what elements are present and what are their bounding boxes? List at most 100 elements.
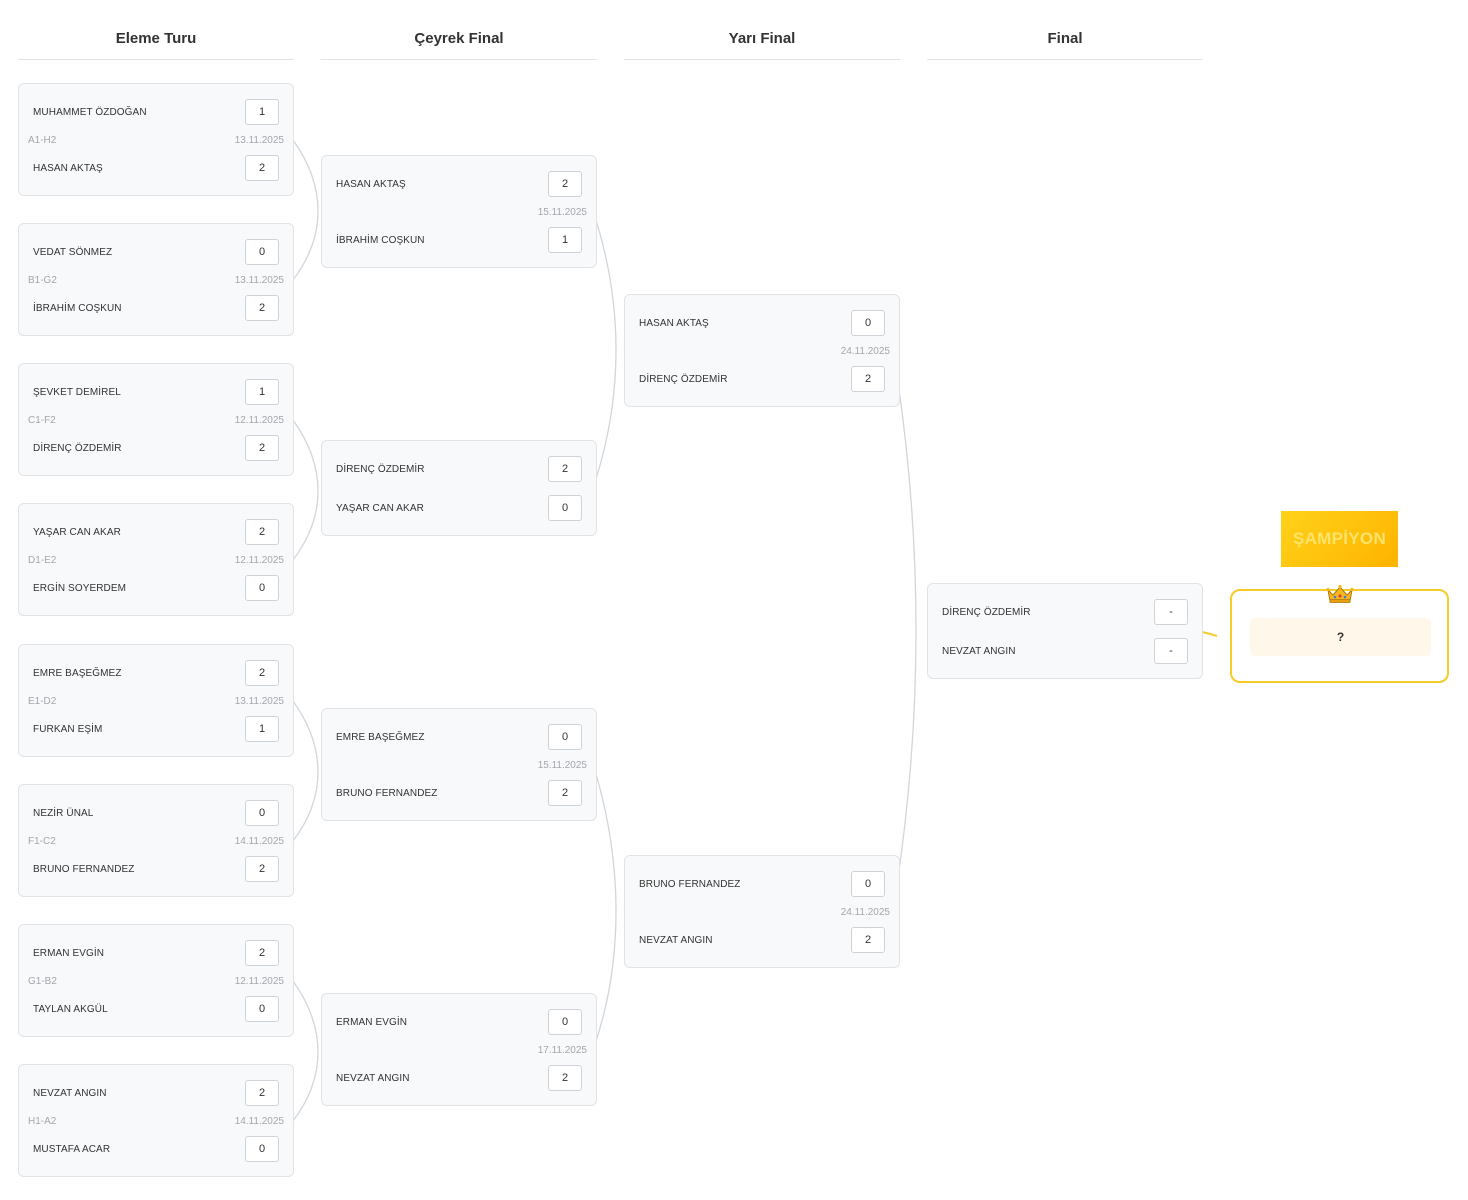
match-date: 12.11.2025 [234,976,284,987]
score-box[interactable]: 2 [851,927,885,953]
team-name: HASAN AKTAŞ [639,318,709,329]
score-box[interactable]: 0 [548,724,582,750]
match-card-r2-1: HASAN AKTAŞ 2 15.11.2025 İBRAHİM COŞKUN … [321,155,597,268]
champion-box: ? [1230,589,1449,683]
match-code: A1-H2 [28,135,57,146]
team-name: YAŞAR CAN AKAR [336,503,424,514]
team-name: BRUNO FERNANDEZ [336,788,438,799]
score-box[interactable]: 0 [548,1009,582,1035]
score-box[interactable]: 2 [245,295,279,321]
team-name: DİRENÇ ÖZDEMİR [639,374,728,385]
match-card-r3-2: BRUNO FERNANDEZ 0 24.11.2025 NEVZAT ANGI… [624,855,900,968]
match-card-r1-5: EMRE BAŞEĞMEZ 2 E1-D2 13.11.2025 FURKAN … [18,644,294,757]
connector-line [592,210,617,489]
connector-line [292,139,319,281]
team-name: HASAN AKTAŞ [336,179,406,190]
team-name: NEVZAT ANGIN [33,1088,107,1099]
score-box[interactable]: 2 [548,780,582,806]
team-name: ERMAN EVGİN [33,948,105,959]
score-box[interactable]: 2 [245,155,279,181]
column-header-ceyrek-final: Çeyrek Final [321,24,597,60]
match-card-r2-3: EMRE BAŞEĞMEZ 0 15.11.2025 BRUNO FERNAND… [321,708,597,821]
score-box[interactable]: 0 [245,996,279,1022]
team-name: ŞEVKET DEMİREL [33,387,121,398]
match-code: F1-C2 [28,836,56,847]
team-name: NEVZAT ANGIN [942,646,1016,657]
team-name: ERGİN SOYERDEM [33,583,127,594]
match-date: 14.11.2025 [234,836,284,847]
team-name: NEVZAT ANGIN [639,935,713,946]
team-name: İBRAHİM COŞKUN [33,303,122,314]
score-box[interactable]: 2 [851,366,885,392]
match-code: B1-G2 [28,275,57,286]
connector-line [292,980,319,1122]
match-card-r2-2: DİRENÇ ÖZDEMİR 2 YAŞAR CAN AKAR 0 [321,440,597,536]
team-name: FURKAN EŞİM [33,724,103,735]
score-box[interactable]: 0 [245,239,279,265]
match-date: 15.11.2025 [537,760,587,771]
match-code: C1-F2 [28,415,56,426]
match-date: 13.11.2025 [234,696,284,707]
team-name: BRUNO FERNANDEZ [639,879,741,890]
connector-line [292,419,319,561]
match-card-r1-1: MUHAMMET ÖZDOĞAN 1 A1-H2 13.11.2025 HASA… [18,83,294,196]
champion-name: ? [1250,618,1431,656]
score-box[interactable]: 2 [245,519,279,545]
team-name: DİRENÇ ÖZDEMİR [336,464,425,475]
team-name: DİRENÇ ÖZDEMİR [942,607,1031,618]
connector-line [592,763,617,1051]
match-date: 13.11.2025 [234,135,284,146]
score-box[interactable]: 2 [245,435,279,461]
connector-line [292,700,319,842]
score-box[interactable]: 1 [245,716,279,742]
match-card-r2-4: ERMAN EVGİN 0 17.11.2025 NEVZAT ANGIN 2 [321,993,597,1106]
score-box[interactable]: 1 [245,379,279,405]
team-name: NEVZAT ANGIN [336,1073,410,1084]
score-box[interactable]: 0 [851,310,885,336]
score-box[interactable]: 0 [548,495,582,521]
score-box[interactable]: - [1154,638,1188,664]
match-date: 13.11.2025 [234,275,284,286]
score-box[interactable]: 0 [245,800,279,826]
team-name: NEZİR ÜNAL [33,808,94,819]
score-box[interactable]: 2 [548,171,582,197]
match-code: H1-A2 [28,1116,57,1127]
match-date: 14.11.2025 [234,1116,284,1127]
match-code: G1-B2 [28,976,57,987]
match-date: 17.11.2025 [537,1045,587,1056]
team-name: BRUNO FERNANDEZ [33,864,135,875]
score-box[interactable]: 1 [548,227,582,253]
match-card-r1-3: ŞEVKET DEMİREL 1 C1-F2 12.11.2025 DİRENÇ… [18,363,294,476]
crown-icon [1326,584,1354,603]
match-code: D1-E2 [28,555,57,566]
match-date: 12.11.2025 [234,415,284,426]
score-box[interactable]: 2 [245,940,279,966]
match-card-r1-2: VEDAT SÖNMEZ 0 B1-G2 13.11.2025 İBRAHİM … [18,223,294,336]
score-box[interactable]: 2 [548,456,582,482]
match-date: 24.11.2025 [840,346,890,357]
score-box[interactable]: 2 [548,1065,582,1091]
team-name: MUHAMMET ÖZDOĞAN [33,107,147,118]
column-header-eleme-turu: Eleme Turu [18,24,294,60]
score-box[interactable]: 1 [245,99,279,125]
score-box[interactable]: 0 [851,871,885,897]
champion-title: ŞAMPİYON [1281,511,1398,567]
team-name: VEDAT SÖNMEZ [33,247,113,258]
match-date: 12.11.2025 [234,555,284,566]
score-box[interactable]: 2 [245,1080,279,1106]
team-name: EMRE BAŞEĞMEZ [336,732,425,743]
score-box[interactable]: 2 [245,660,279,686]
connector-line [892,349,917,911]
team-name: EMRE BAŞEĞMEZ [33,668,122,679]
match-card-r1-4: YAŞAR CAN AKAR 2 D1-E2 12.11.2025 ERGİN … [18,503,294,616]
score-box[interactable]: 0 [245,1136,279,1162]
score-box[interactable]: - [1154,599,1188,625]
match-card-r1-7: ERMAN EVGİN 2 G1-B2 12.11.2025 TAYLAN AK… [18,924,294,1037]
team-name: TAYLAN AKGÜL [33,1004,108,1015]
score-box[interactable]: 0 [245,575,279,601]
score-box[interactable]: 2 [245,856,279,882]
match-card-r1-6: NEZİR ÜNAL 0 F1-C2 14.11.2025 BRUNO FERN… [18,784,294,897]
team-name: YAŞAR CAN AKAR [33,527,121,538]
team-name: HASAN AKTAŞ [33,163,103,174]
match-card-r3-1: HASAN AKTAŞ 0 24.11.2025 DİRENÇ ÖZDEMİR … [624,294,900,407]
